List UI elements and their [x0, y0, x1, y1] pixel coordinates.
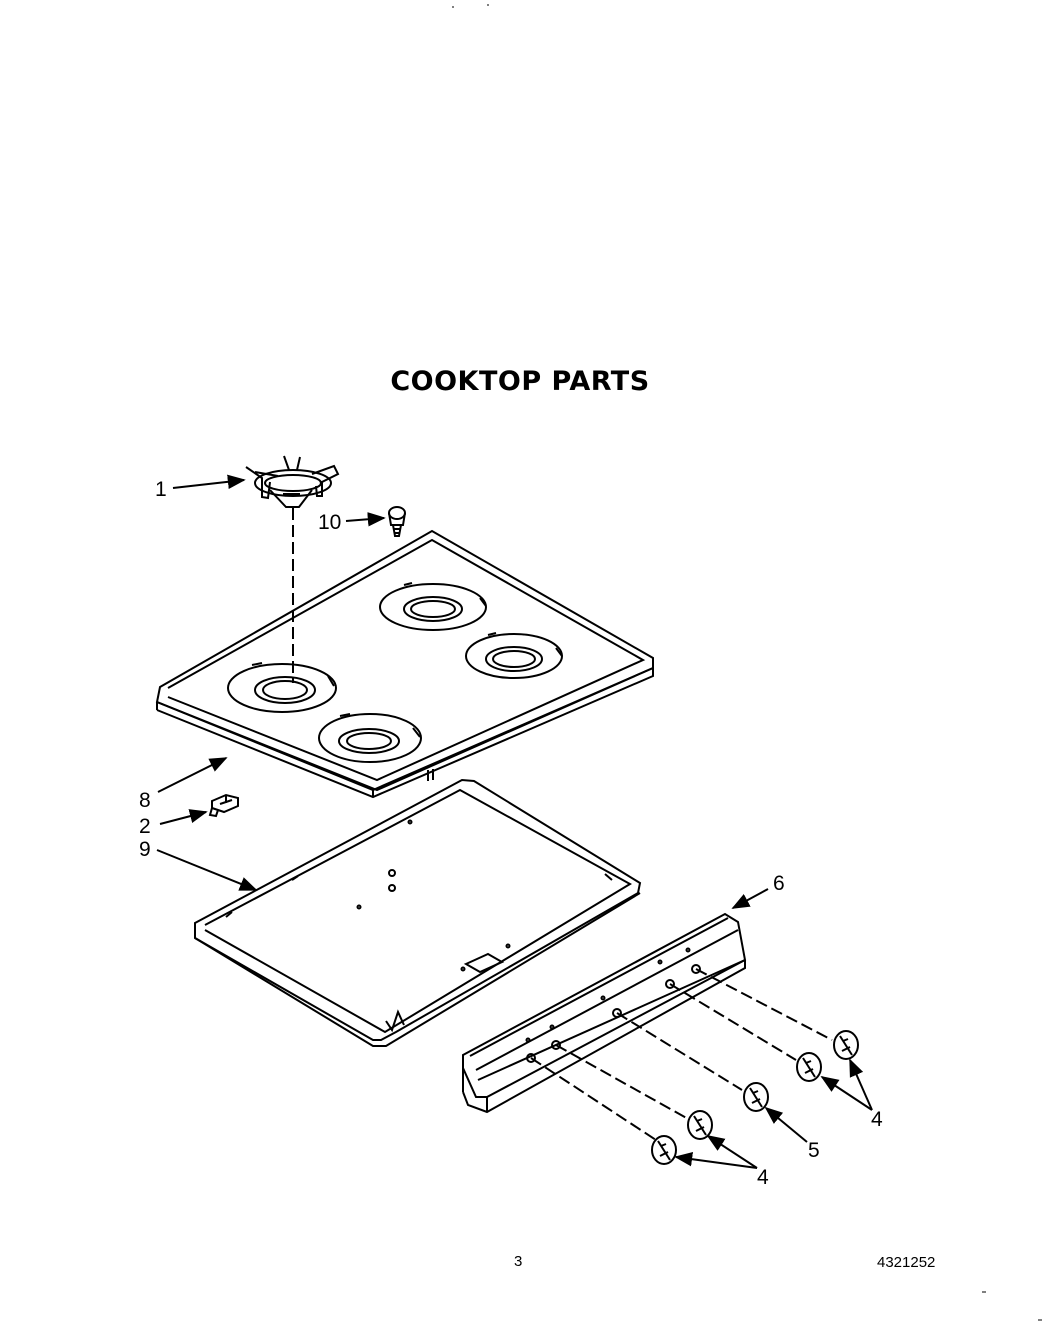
- callout-2: 2: [139, 815, 151, 838]
- knob: [687, 1110, 713, 1140]
- bracket: [208, 793, 239, 818]
- knob: [796, 1052, 822, 1082]
- cooktop-panel: [155, 529, 654, 799]
- callout-4-bottom: 4: [757, 1166, 769, 1189]
- page-title: COOKTOP PARTS: [390, 366, 650, 397]
- screw: [388, 506, 406, 537]
- document-number: 4321252: [877, 1254, 936, 1271]
- knob: [833, 1030, 859, 1060]
- callout-1: 1: [155, 478, 167, 501]
- callout-9: 9: [139, 838, 151, 861]
- callout-6: 6: [773, 872, 785, 895]
- callout-4-right: 4: [871, 1108, 883, 1131]
- page-number: 3: [514, 1253, 523, 1270]
- callout-8: 8: [139, 789, 151, 812]
- knob-alignment-lines: [530, 968, 833, 1141]
- manifold-panel: [462, 912, 747, 1114]
- callout-10: 10: [318, 511, 341, 534]
- knob: [743, 1082, 769, 1112]
- callout-5: 5: [808, 1139, 820, 1162]
- burner-box: [194, 778, 642, 1047]
- burner-grate: [245, 455, 340, 508]
- leader-lines: [156, 474, 873, 1169]
- scan-marks: [452, 4, 1042, 1321]
- knob: [651, 1135, 677, 1165]
